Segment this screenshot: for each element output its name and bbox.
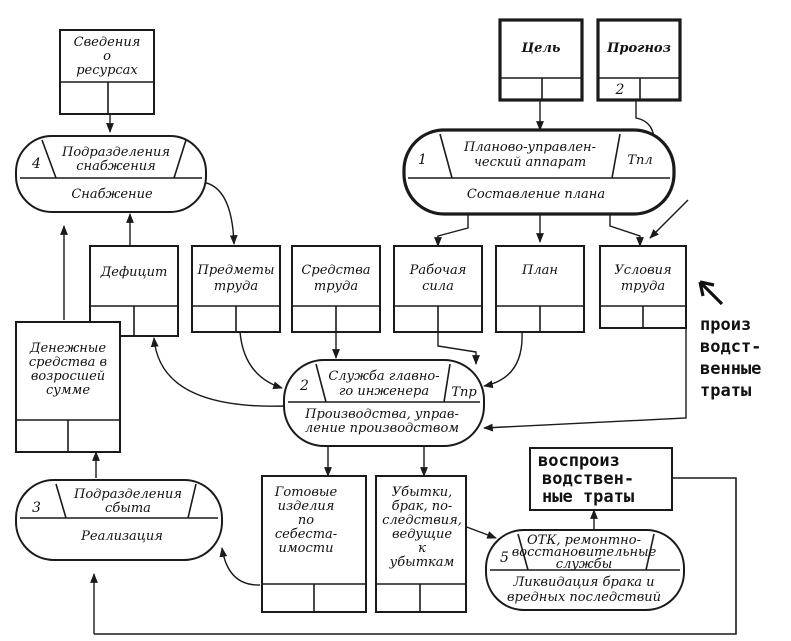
planning-number: 1 — [418, 152, 427, 168]
money-line-1: Денежные — [29, 341, 106, 356]
planning-top-2: ческий аппарат — [474, 155, 586, 170]
node-sales: 3 Подразделения сбыта Реализация — [15, 479, 223, 561]
money-line-4: сумме — [46, 383, 90, 398]
connectors — [60, 100, 737, 635]
arrow-conditions-to-engineer — [483, 300, 687, 432]
forecast-label: Прогноз — [606, 41, 671, 56]
products-line-1: Готовые — [274, 485, 338, 500]
sales-bottom: Реализация — [80, 529, 163, 544]
node-supply: 4 Подразделения снабжения Снабжение — [15, 135, 207, 213]
engineer-side: Тпр — [451, 385, 477, 400]
money-line-3: возросшей — [31, 369, 105, 384]
otk-top-1: ОТК, ремонтно- — [527, 533, 641, 548]
arrow-objects-to-engineer — [239, 331, 283, 390]
box-goal: Цель — [498, 18, 584, 102]
sales-number: 3 — [32, 500, 41, 516]
otk-bottom-2: вредных последствий — [507, 590, 661, 605]
planning-bottom: Составление плана — [467, 187, 605, 202]
otk-bottom-1: Ликвидация брака и — [512, 575, 654, 590]
supply-top-1: Подразделения — [61, 145, 170, 160]
otk-top-2: восстановительные — [512, 545, 657, 560]
box-labor: Рабочая сила — [393, 245, 483, 333]
annotation-line-3: венные — [700, 359, 761, 379]
plan-label: План — [521, 263, 558, 278]
box-reproduction-costs: воспроиз водствен- ные траты — [529, 447, 673, 511]
products-line-4: себеста- — [275, 527, 337, 542]
losses-line-2: брак, по- — [392, 499, 453, 514]
box-products: Готовые изделия по себеста- имости — [261, 475, 367, 613]
node-otk: 5 ОТК, ремонтно- восстановительные служб… — [485, 529, 685, 611]
box-money: Денежные средства в возросшей сумме — [15, 321, 121, 453]
handwritten-annotation: произ водст- венные траты — [700, 315, 761, 401]
conditions-line-2: труда — [621, 279, 665, 294]
losses-line-1: Убытки, — [392, 485, 453, 500]
line-costs-loop — [94, 477, 737, 635]
products-line-2: изделия — [278, 499, 335, 514]
arrow-labor-to-engineer — [437, 332, 480, 365]
arrow-diagonal-to-conditions — [649, 199, 689, 239]
supply-bottom: Снабжение — [71, 187, 153, 202]
handwritten-arrow — [698, 280, 724, 306]
arrow-planning-to-labor — [434, 213, 469, 247]
arrow-losses-to-otk — [463, 525, 497, 539]
arrow-planning-to-conditions — [609, 213, 644, 247]
conditions-line-1: Условия — [614, 263, 671, 278]
labor-line-2: сила — [422, 279, 454, 294]
planning-side: Тпл — [627, 153, 652, 168]
annotation-line-1: произ — [700, 315, 751, 335]
forecast-number: 2 — [615, 82, 625, 98]
money-line-2: средства в — [29, 355, 107, 370]
box-conditions: Условия труда — [599, 245, 687, 329]
otk-top-3: службы — [556, 557, 612, 572]
losses-line-4: ведущие — [392, 527, 452, 542]
box-resources: Сведения о ресурсах — [59, 29, 155, 115]
losses-line-6: убыткам — [389, 555, 455, 570]
sales-top-1: Подразделения — [73, 487, 182, 502]
deficit-label: Дефицит — [100, 265, 168, 280]
annotation-line-2: водст- — [700, 337, 761, 357]
arrow-supply-to-objects — [201, 181, 238, 245]
box-forecast: Прогноз 2 — [596, 18, 682, 102]
labor-line-1: Рабочая — [409, 263, 467, 278]
box-means: Средства труда — [291, 245, 381, 333]
resources-line-1: Сведения — [74, 35, 141, 50]
sales-top-2: сбыта — [105, 501, 151, 516]
costs-line-2: водствен- — [542, 469, 634, 489]
products-line-5: имости — [279, 541, 334, 556]
engineer-bottom-2: ление производством — [305, 421, 459, 436]
node-planning: 1 Планово-управлен- ческий аппарат Тпл С… — [402, 128, 676, 216]
means-line-2: труда — [314, 279, 358, 294]
otk-number: 5 — [500, 550, 509, 566]
arrow-plan-to-engineer — [483, 331, 523, 389]
engineer-number: 2 — [299, 378, 309, 394]
box-losses: Убытки, брак, по- следствия, ведущие к у… — [375, 475, 467, 613]
products-line-3: по — [298, 513, 314, 528]
supply-top-2: снабжения — [76, 159, 156, 174]
means-line-1: Средства — [301, 263, 370, 278]
arrow-products-to-sales — [219, 547, 261, 586]
engineer-top-1: Служба главно- — [328, 369, 439, 384]
resources-line-2: о — [103, 49, 111, 64]
costs-line-1: воспроиз — [538, 451, 620, 471]
arrow-engineer-to-deficit — [150, 337, 287, 407]
box-objects: Предметы труда — [191, 245, 281, 333]
node-engineer: 2 Служба главно- го инженера Тпр Произво… — [283, 359, 485, 447]
supply-number: 4 — [31, 156, 41, 172]
costs-line-3: ные траты — [542, 487, 634, 507]
engineer-top-2: го инженера — [339, 384, 429, 399]
losses-line-5: к — [418, 541, 426, 556]
box-plan: План — [495, 245, 585, 333]
losses-line-3: следствия, — [382, 513, 462, 528]
objects-line-2: труда — [214, 279, 258, 294]
resources-line-3: ресурсах — [76, 63, 138, 78]
objects-line-1: Предметы — [197, 263, 275, 278]
goal-label: Цель — [521, 41, 561, 56]
engineer-bottom-1: Производства, управ- — [304, 407, 459, 422]
planning-top-1: Планово-управлен- — [463, 140, 596, 155]
annotation-line-4: траты — [700, 381, 751, 401]
